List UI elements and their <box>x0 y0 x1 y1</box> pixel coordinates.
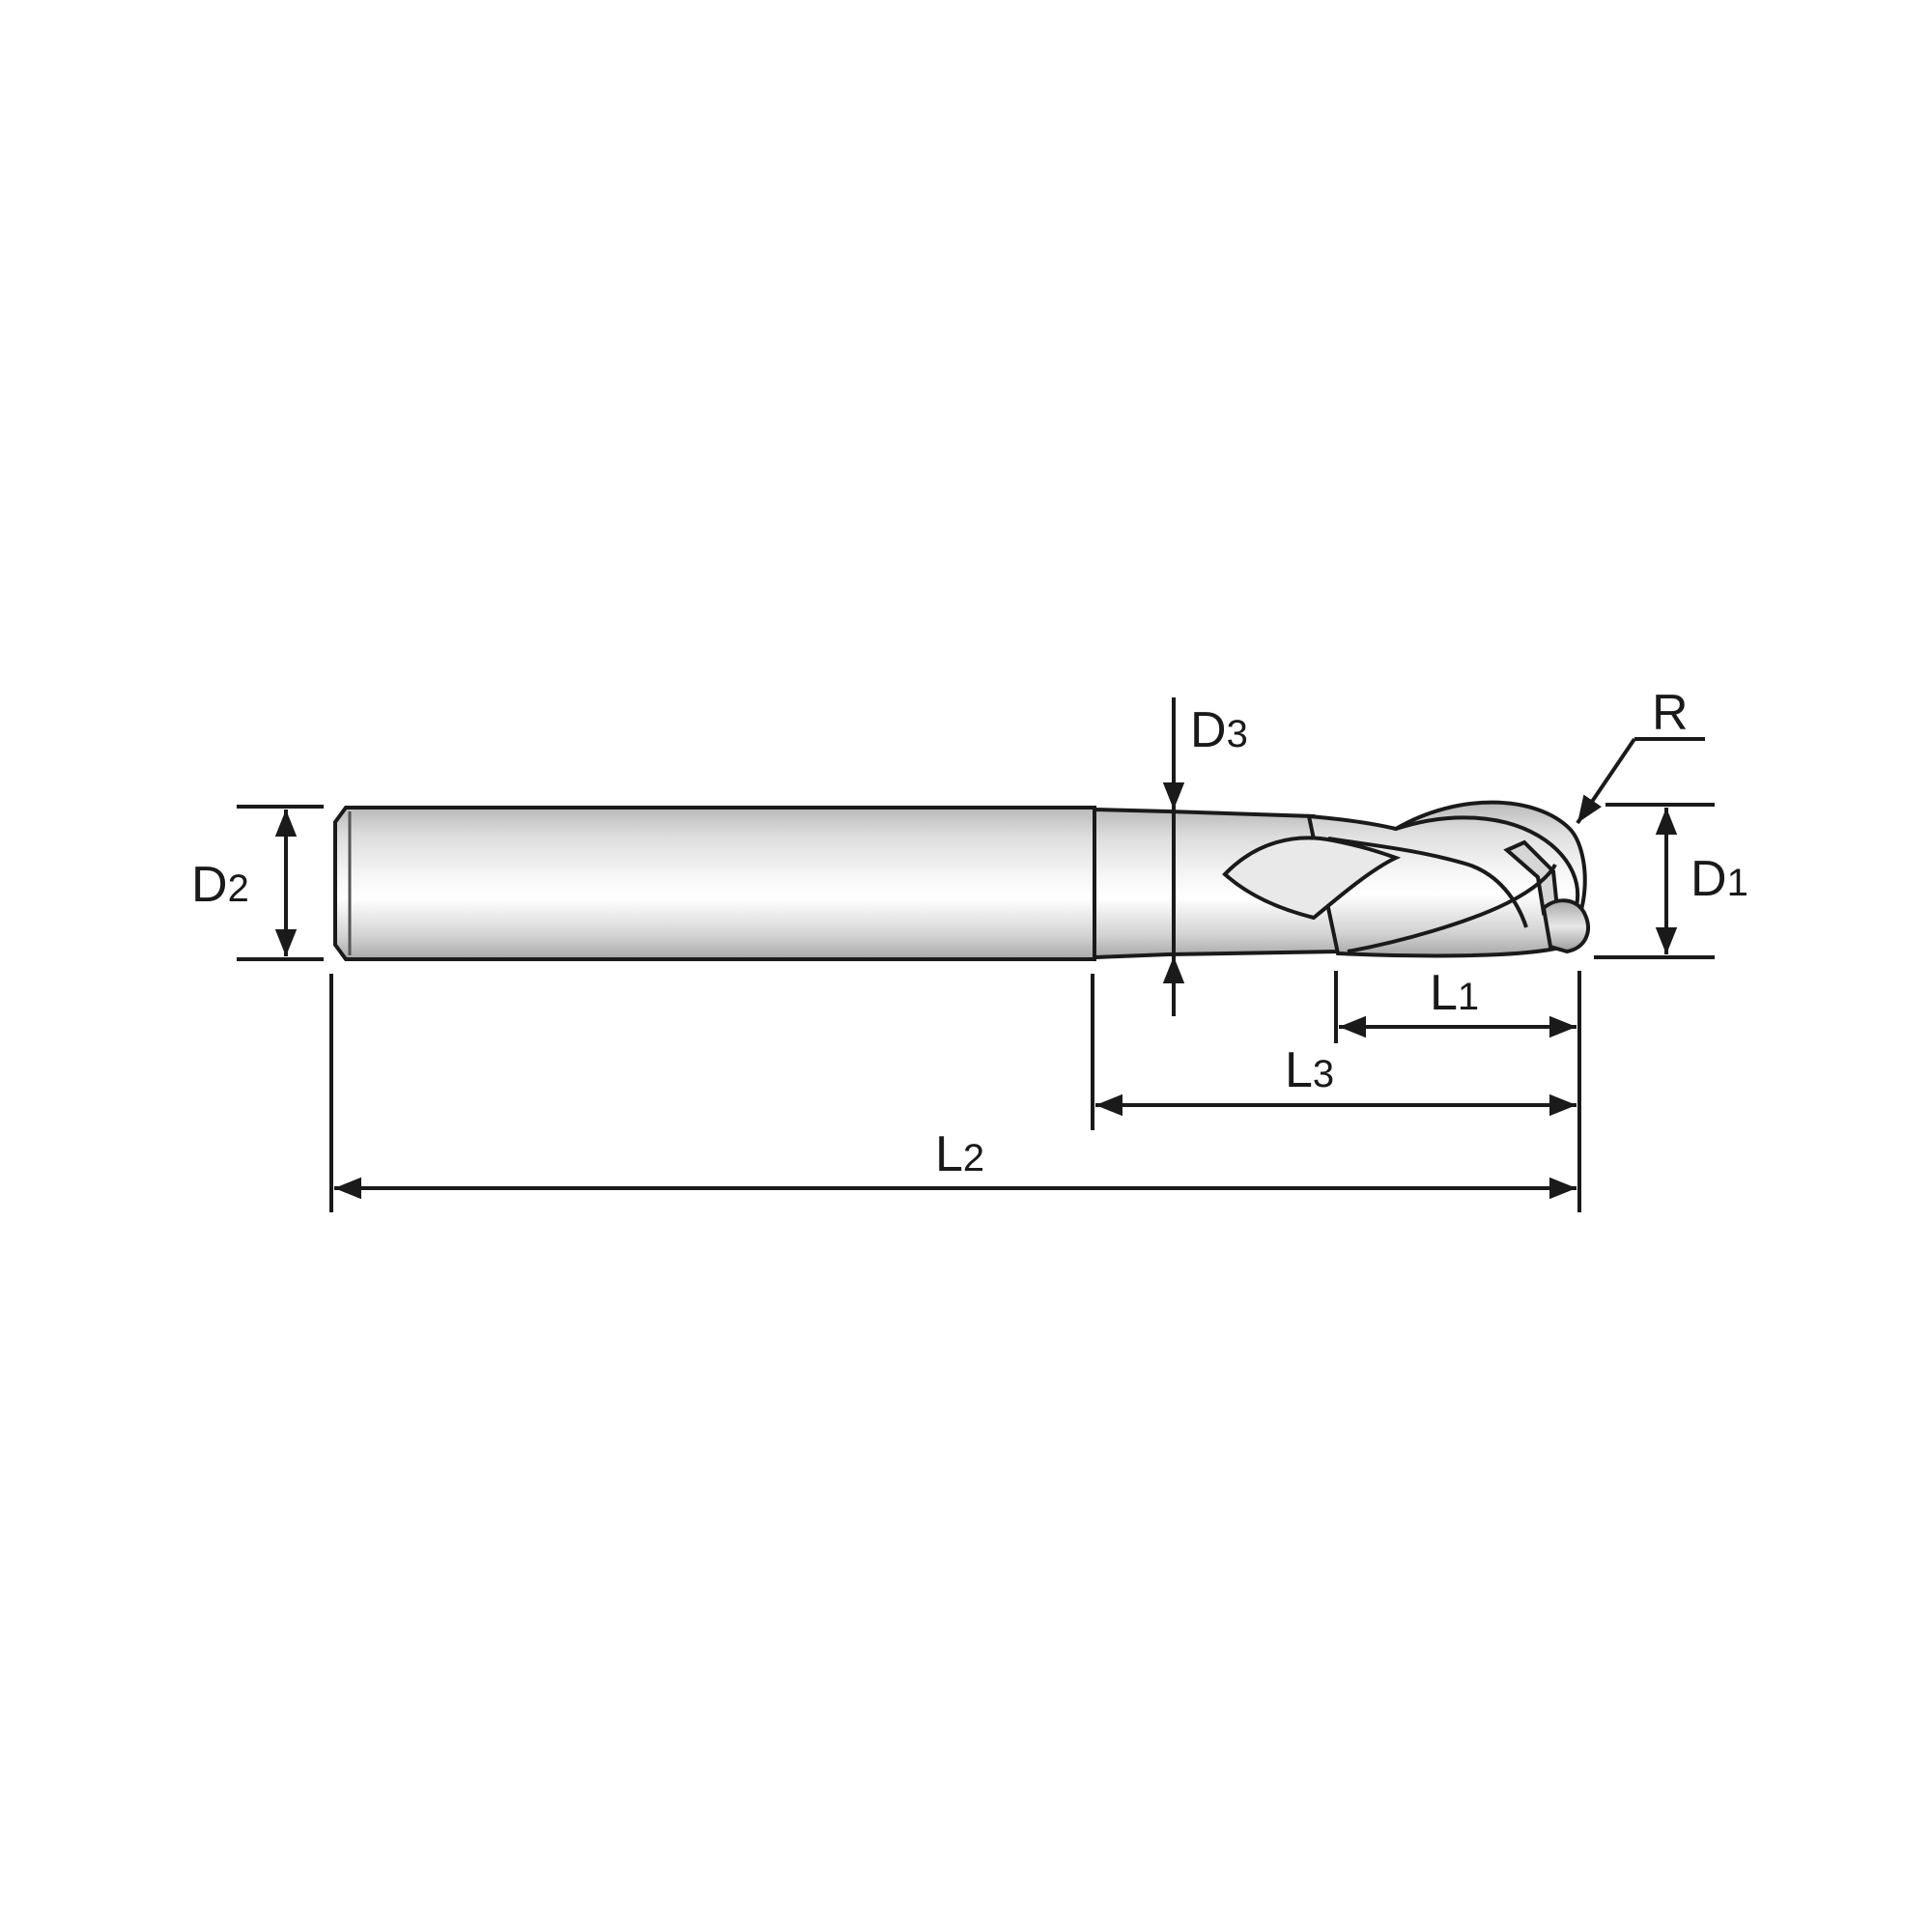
flute-body <box>1306 800 1587 958</box>
label-d3: D3 <box>1190 702 1248 758</box>
dimension-r: R <box>1576 685 1705 825</box>
dimension-l1: L1 <box>1339 965 1577 1038</box>
length-extension-lines <box>329 971 1581 1212</box>
label-l3: L3 <box>1285 1042 1334 1098</box>
flute-groove-3 <box>1395 815 1580 914</box>
label-d1: D1 <box>1690 851 1748 907</box>
flute-groove-1 <box>1222 836 1402 921</box>
label-d2: D2 <box>191 857 249 913</box>
dimension-d2: D2 <box>191 805 324 961</box>
shank <box>333 806 1096 961</box>
ball-nose-tip <box>1541 898 1590 954</box>
dimension-d1: D1 <box>1594 803 1748 959</box>
dimension-l3: L3 <box>1095 1042 1577 1117</box>
label-l1: L1 <box>1430 965 1479 1021</box>
end-mill-tool <box>333 800 1590 961</box>
flute-groove-5 <box>1347 864 1557 953</box>
dimension-l2: L2 <box>334 1126 1577 1200</box>
label-r: R <box>1652 685 1689 741</box>
dimension-d3: D3 <box>1162 697 1248 1016</box>
label-l2: L2 <box>935 1126 984 1182</box>
